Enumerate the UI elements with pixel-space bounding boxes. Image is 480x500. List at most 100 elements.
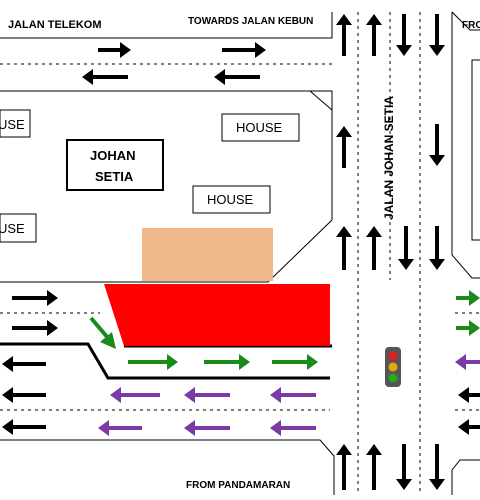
telekom-top-edge	[0, 12, 333, 39]
dashed-lane-lines	[0, 12, 480, 495]
setia-south-arrow-1	[396, 14, 412, 56]
lower-west-arrow-3-shape	[2, 419, 46, 435]
bottom-right-corner	[451, 459, 480, 495]
purple-west-arrow-4-shape	[98, 420, 142, 436]
lower-road-bottom	[0, 439, 335, 495]
black-west-arrow-right-1	[458, 387, 480, 403]
lower-east-arrow-1-shape	[12, 290, 58, 306]
green-east-arrow-right-1	[456, 290, 480, 306]
purple-west-arrow-4	[98, 420, 142, 436]
setia-south-arrow-4	[398, 226, 414, 270]
label-from-top-right: FRO	[462, 20, 480, 31]
setia-north-arrow-4-shape	[336, 226, 352, 270]
purple-west-arrow-5-shape	[184, 420, 230, 436]
label-house-mid: HOUSE	[207, 192, 254, 207]
label-house-top: HOUSE	[236, 120, 283, 135]
road-outlines	[0, 11, 480, 495]
purple-west-arrow-6	[270, 420, 316, 436]
green-east-arrow-2-shape	[204, 354, 250, 370]
lower-west-arrow-2	[2, 387, 46, 403]
green-diagonal-arrow	[89, 316, 116, 349]
house-box-mid	[192, 185, 271, 214]
traffic-light-red-lamp	[388, 351, 398, 361]
house-box-left-bottom	[0, 213, 37, 243]
lower-west-arrow-3	[2, 419, 46, 435]
left-block-diagonal	[309, 90, 333, 111]
setia-south-arrow-6	[396, 444, 412, 490]
setia-south-arrow-3-shape	[429, 124, 445, 166]
purple-west-arrow-1	[110, 387, 160, 403]
tan-building	[142, 228, 273, 281]
traffic-light-icon	[385, 347, 401, 387]
traffic-light-green-lamp	[388, 373, 398, 383]
label-jalan-johan-setia: JALAN JOHAN SETIA	[382, 96, 396, 220]
setia-north-arrow-2-shape	[366, 14, 382, 56]
setia-south-arrow-7-shape	[429, 444, 445, 490]
setia-north-arrow-4	[336, 226, 352, 270]
telekom-west-arrow-2	[214, 69, 260, 85]
setia-north-arrow-6	[336, 444, 352, 490]
johan-setia-box	[66, 139, 164, 191]
right-block-edge	[471, 59, 480, 241]
setia-south-arrow-1-shape	[396, 14, 412, 56]
green-east-arrow-1	[128, 354, 178, 370]
label-jalan-telekom: JALAN TELEKOM	[8, 19, 102, 31]
telekom-east-arrow-2-shape	[222, 42, 266, 58]
setia-north-arrow-7	[366, 444, 382, 490]
green-diagonal-head	[100, 332, 116, 349]
lower-west-arrow-1-shape	[2, 356, 46, 372]
setia-north-arrow-6-shape	[336, 444, 352, 490]
label-johan: JOHAN	[90, 148, 136, 163]
setia-north-arrow-1-shape	[336, 14, 352, 56]
red-restricted-zone	[104, 284, 330, 346]
setia-north-arrow-2	[366, 14, 382, 56]
setia-north-arrow-7-shape	[366, 444, 382, 490]
setia-north-arrow-3	[336, 126, 352, 168]
green-east-arrow-2	[204, 354, 250, 370]
green-east-arrow-right-1-shape	[456, 290, 480, 306]
house-box-top	[221, 113, 300, 142]
telekom-east-arrow-1	[98, 42, 131, 58]
telekom-west-arrow-1-shape	[82, 69, 128, 85]
lower-west-arrow-2-shape	[2, 387, 46, 403]
median-thick-line	[0, 342, 330, 380]
setia-north-arrow-3-shape	[336, 126, 352, 168]
setia-south-arrow-2	[429, 14, 445, 56]
purple-west-arrow-2	[184, 387, 230, 403]
telekom-east-arrow-2	[222, 42, 266, 58]
lower-west-arrow-1	[2, 356, 46, 372]
green-east-arrow-3	[272, 354, 318, 370]
purple-west-arrow-right-1	[455, 354, 480, 370]
purple-west-arrow-6-shape	[270, 420, 316, 436]
lower-east-arrow-2-shape	[12, 320, 58, 336]
setia-south-arrow-4-shape	[398, 226, 414, 270]
green-diagonal-shaft	[89, 316, 110, 340]
label-towards-jalan-kebun: TOWARDS JALAN KEBUN	[188, 16, 313, 27]
purple-west-arrow-3-shape	[270, 387, 316, 403]
setia-south-arrow-3	[429, 124, 445, 166]
setia-south-arrow-5	[429, 226, 445, 270]
purple-west-arrow-3	[270, 387, 316, 403]
right-road-edge	[451, 12, 480, 279]
label-house-left-top: USE	[0, 117, 25, 132]
setia-north-arrow-5	[366, 226, 382, 270]
black-west-arrow-right-2-shape	[458, 419, 480, 435]
setia-south-arrow-7	[429, 444, 445, 490]
label-setia: SETIA	[95, 169, 134, 184]
arrow-layer	[2, 14, 480, 490]
setia-north-arrow-1	[336, 14, 352, 56]
lower-east-arrow-1	[12, 290, 58, 306]
green-east-arrow-right-2	[456, 320, 480, 336]
lower-east-arrow-2	[12, 320, 58, 336]
setia-south-arrow-5-shape	[429, 226, 445, 270]
purple-west-arrow-2-shape	[184, 387, 230, 403]
telekom-east-arrow-1-shape	[98, 42, 131, 58]
purple-west-arrow-right-1-shape	[455, 354, 480, 370]
traffic-light-amber-lamp	[388, 362, 398, 372]
house-box-left-top	[0, 109, 31, 138]
purple-west-arrow-1-shape	[110, 387, 160, 403]
label-house-left-bottom: USE	[0, 221, 25, 236]
green-east-arrow-1-shape	[128, 354, 178, 370]
telekom-west-arrow-1	[82, 69, 128, 85]
